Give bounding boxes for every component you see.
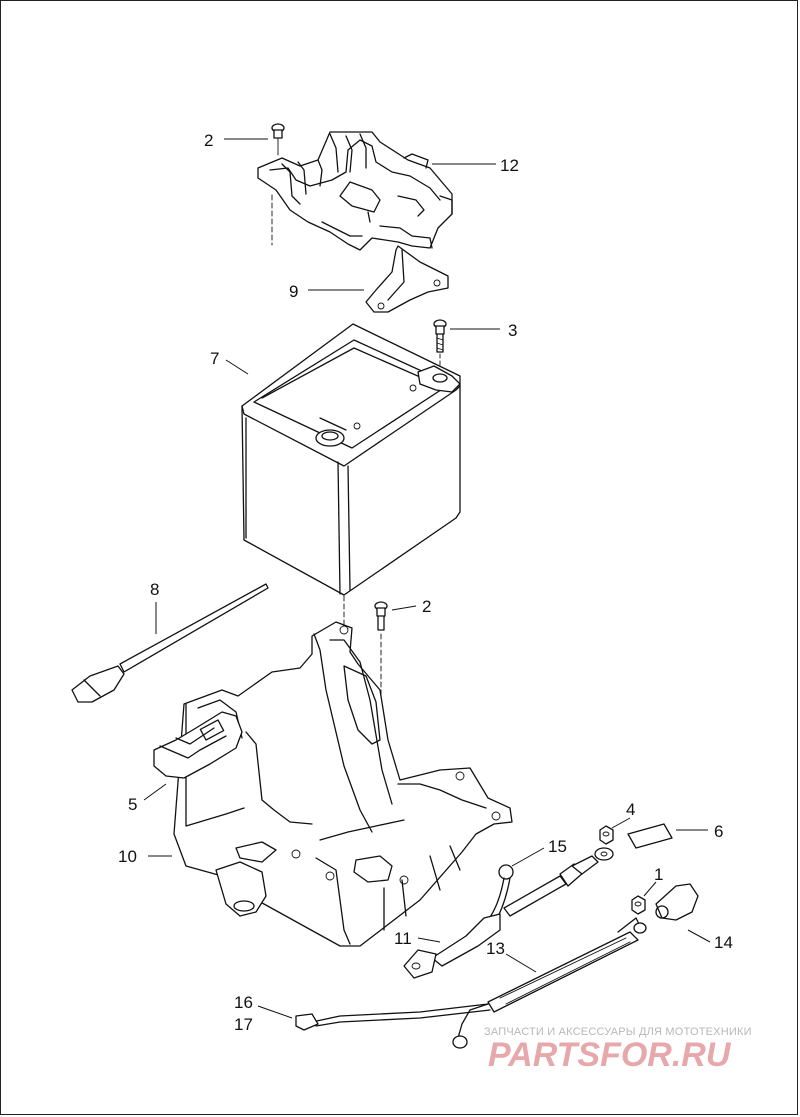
callout-8: 8 [150,580,159,599]
callout-3: 3 [508,321,517,340]
callout-4: 4 [626,800,635,819]
callout-2-middle: 2 [422,597,431,616]
terminal-boot-14 [655,883,699,921]
callout-6: 6 [714,822,723,841]
callout-12: 12 [500,156,519,175]
callout-16: 16 [234,993,253,1012]
battery-terminal-negative [315,422,361,447]
cable-11 [403,864,514,979]
watermark: ЗАПЧАСТИ И АКСЕССУАРЫ ДЛЯ МОТОТЕХНИКИ PA… [484,1026,752,1074]
nut-4 [599,825,614,845]
battery-7 [241,323,461,631]
watermark-logo: PARTSFOR.RU [488,1036,732,1074]
callout-14: 14 [714,933,733,952]
support-5 [153,711,243,779]
callout-5: 5 [128,795,137,814]
cable-13 [295,917,647,1049]
top-bracket-12 [257,123,453,313]
bolt-2-top [271,123,285,246]
label-6 [627,823,673,849]
callout-2-top: 2 [204,131,213,150]
battery-terminal-positive [409,365,461,393]
callout-9: 9 [289,282,298,301]
battery-tray-10 [173,621,513,947]
callout-13: 13 [486,939,505,958]
callout-1: 1 [654,865,663,884]
callout-11: 11 [394,929,412,948]
callout-7: 7 [210,349,219,368]
leader-lines [143,138,711,1019]
washer-1 [631,895,646,915]
callout-labels: 2 12 9 3 7 8 2 5 4 6 10 15 1 11 13 14 16… [118,131,733,1034]
watermark-tagline: ЗАПЧАСТИ И АКСЕССУАРЫ ДЛЯ МОТОТЕХНИКИ [484,1026,752,1038]
callout-17: 17 [234,1015,253,1034]
callout-15: 15 [548,837,567,856]
cable-15 [503,847,614,917]
callout-10: 10 [118,847,137,866]
strap-8 [71,583,269,703]
